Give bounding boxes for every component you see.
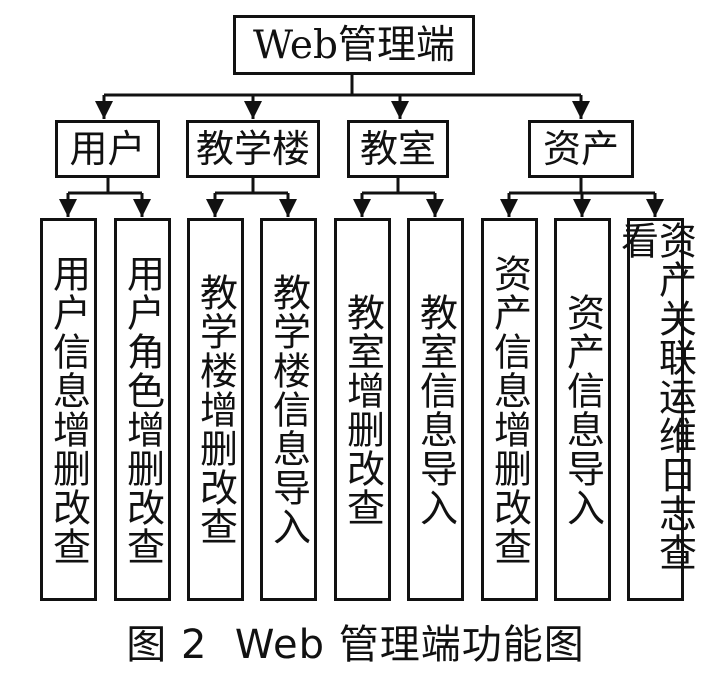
category-label-building: 教学楼 [195,127,310,171]
function-label: 用户信息增删改查 [46,253,91,566]
function-label: 资产关联运维日志查看 [614,221,697,572]
function-label: 教学楼信息导入 [266,273,311,546]
category-node-building: 教学楼 [186,120,320,178]
function-node-classroom-crud: 教室增删改查 [334,218,391,601]
function-label: 教室信息导入 [413,292,458,527]
category-label-user: 用户 [69,127,146,171]
root-node: Web管理端 [233,15,475,75]
function-node-building-import: 教学楼信息导入 [260,218,317,601]
function-label: 教室增删改查 [340,292,385,527]
function-node-classroom-import: 教室信息导入 [407,218,464,601]
category-label-asset: 资产 [542,127,619,171]
function-node-asset-info-crud: 资产信息增删改查 [481,218,538,601]
category-node-user: 用户 [55,120,160,178]
category-label-classroom: 教室 [359,127,436,171]
function-node-asset-log-view: 资产关联运维日志查看 [615,218,697,601]
function-label: 用户角色增删改查 [120,253,165,566]
function-label: 教学楼增删改查 [193,273,238,546]
root-node-label: Web管理端 [253,22,455,68]
function-node-user-role-crud: 用户角色增删改查 [114,218,171,601]
category-node-asset: 资产 [528,120,634,178]
function-node-asset-import: 资产信息导入 [554,218,611,601]
function-label: 资产信息增删改查 [487,253,532,566]
function-node-user-info-crud: 用户信息增删改查 [40,218,97,601]
figure-caption: 图 2 Web 管理端功能图 [126,622,585,668]
function-node-building-crud: 教学楼增删改查 [187,218,244,601]
category-node-classroom: 教室 [347,120,449,178]
function-label: 资产信息导入 [560,292,605,527]
